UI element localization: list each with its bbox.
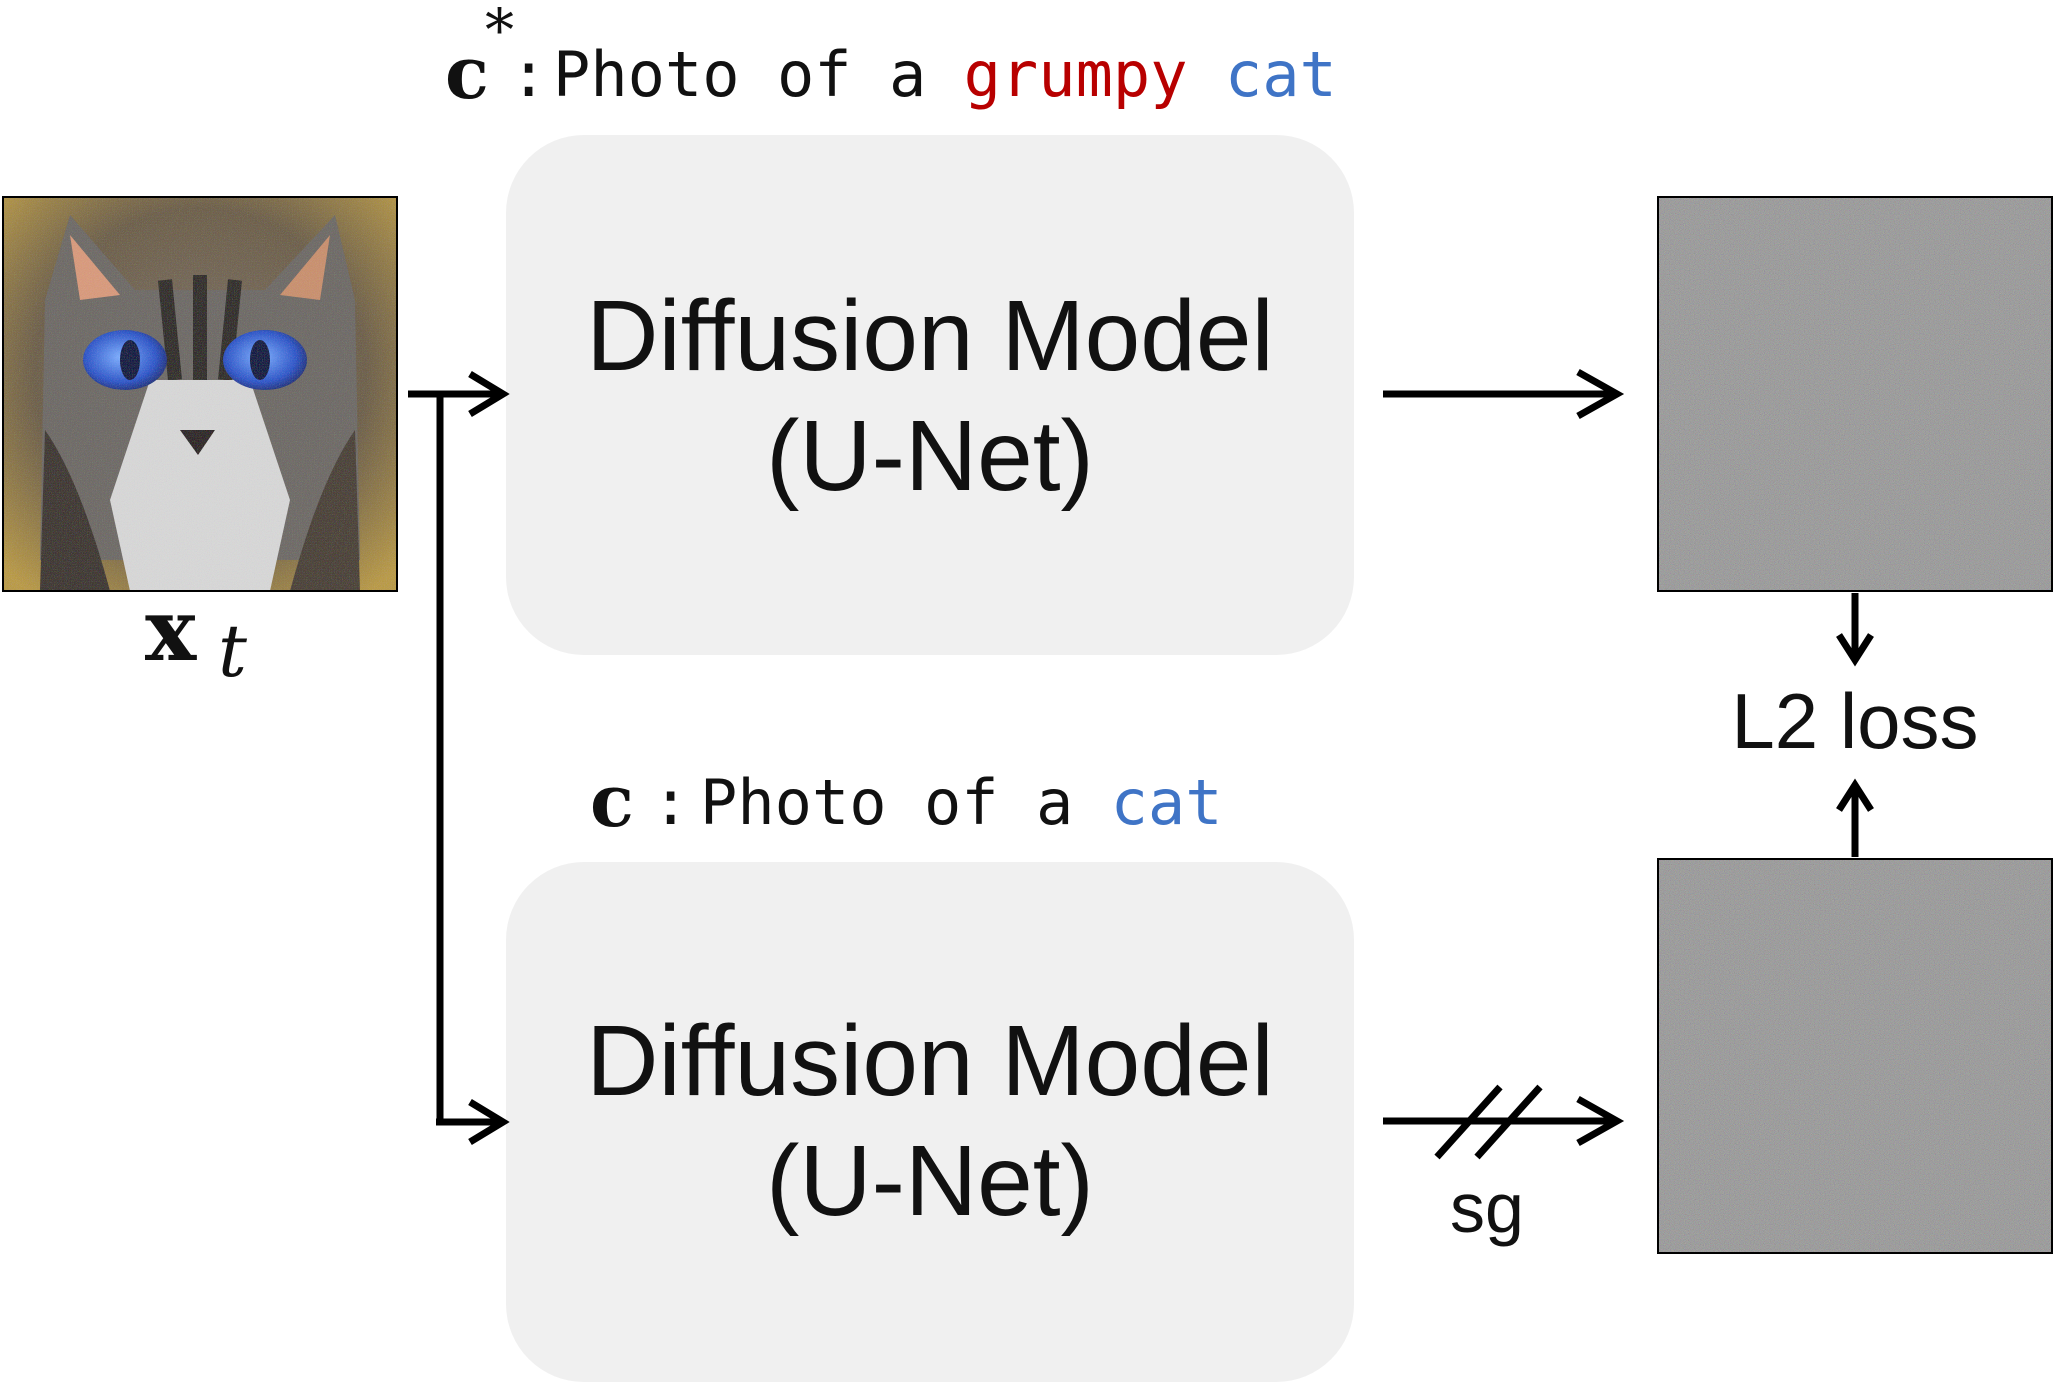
input-image bbox=[2, 196, 398, 592]
input-subscript: t bbox=[218, 609, 248, 693]
top-output-image bbox=[1657, 196, 2053, 592]
condition-colon: : bbox=[510, 38, 547, 111]
bottom-output-image bbox=[1657, 858, 2053, 1254]
bottom-model-box: Diffusion Model (U-Net) bbox=[506, 862, 1354, 1382]
input-label: x t bbox=[145, 580, 248, 693]
condition-superscript: * bbox=[485, 0, 514, 64]
top-condition-red-word: grumpy bbox=[964, 38, 1188, 111]
loss-arrows bbox=[1836, 593, 1874, 857]
bottom-condition-caption: c : Photo of a cat bbox=[590, 758, 1223, 843]
input-symbol: x bbox=[145, 580, 197, 681]
top-model-title: Diffusion Model bbox=[586, 280, 1273, 392]
top-condition-text: Photo of a grumpy cat bbox=[553, 38, 1337, 111]
top-model-subtitle: (U-Net) bbox=[766, 400, 1094, 512]
top-condition-prefix: Photo of a bbox=[553, 38, 964, 111]
top-model-box: Diffusion Model (U-Net) bbox=[506, 135, 1354, 655]
bottom-model-title: Diffusion Model bbox=[586, 1005, 1273, 1117]
bottom-condition-blue-word: cat bbox=[1111, 766, 1223, 839]
bottom-output-arrow: sg bbox=[1383, 1084, 1625, 1247]
condition-symbol: c bbox=[445, 30, 489, 115]
input-branch-arrows bbox=[408, 371, 510, 1145]
condition-colon: : bbox=[652, 766, 689, 839]
condition-symbol: c bbox=[590, 758, 634, 843]
top-condition-caption: c * : Photo of a grumpy cat bbox=[445, 0, 1337, 115]
bottom-condition-text: Photo of a cat bbox=[700, 766, 1223, 839]
bottom-model-subtitle: (U-Net) bbox=[766, 1125, 1094, 1237]
stop-gradient-mark bbox=[1474, 1084, 1543, 1160]
stop-gradient-label: sg bbox=[1450, 1169, 1524, 1247]
top-condition-blue-word: cat bbox=[1225, 38, 1337, 111]
bottom-condition-prefix: Photo of a bbox=[700, 766, 1111, 839]
loss-label: L2 loss bbox=[1731, 677, 1978, 765]
stop-gradient-mark bbox=[1434, 1084, 1503, 1160]
top-output-arrow bbox=[1383, 368, 1625, 420]
